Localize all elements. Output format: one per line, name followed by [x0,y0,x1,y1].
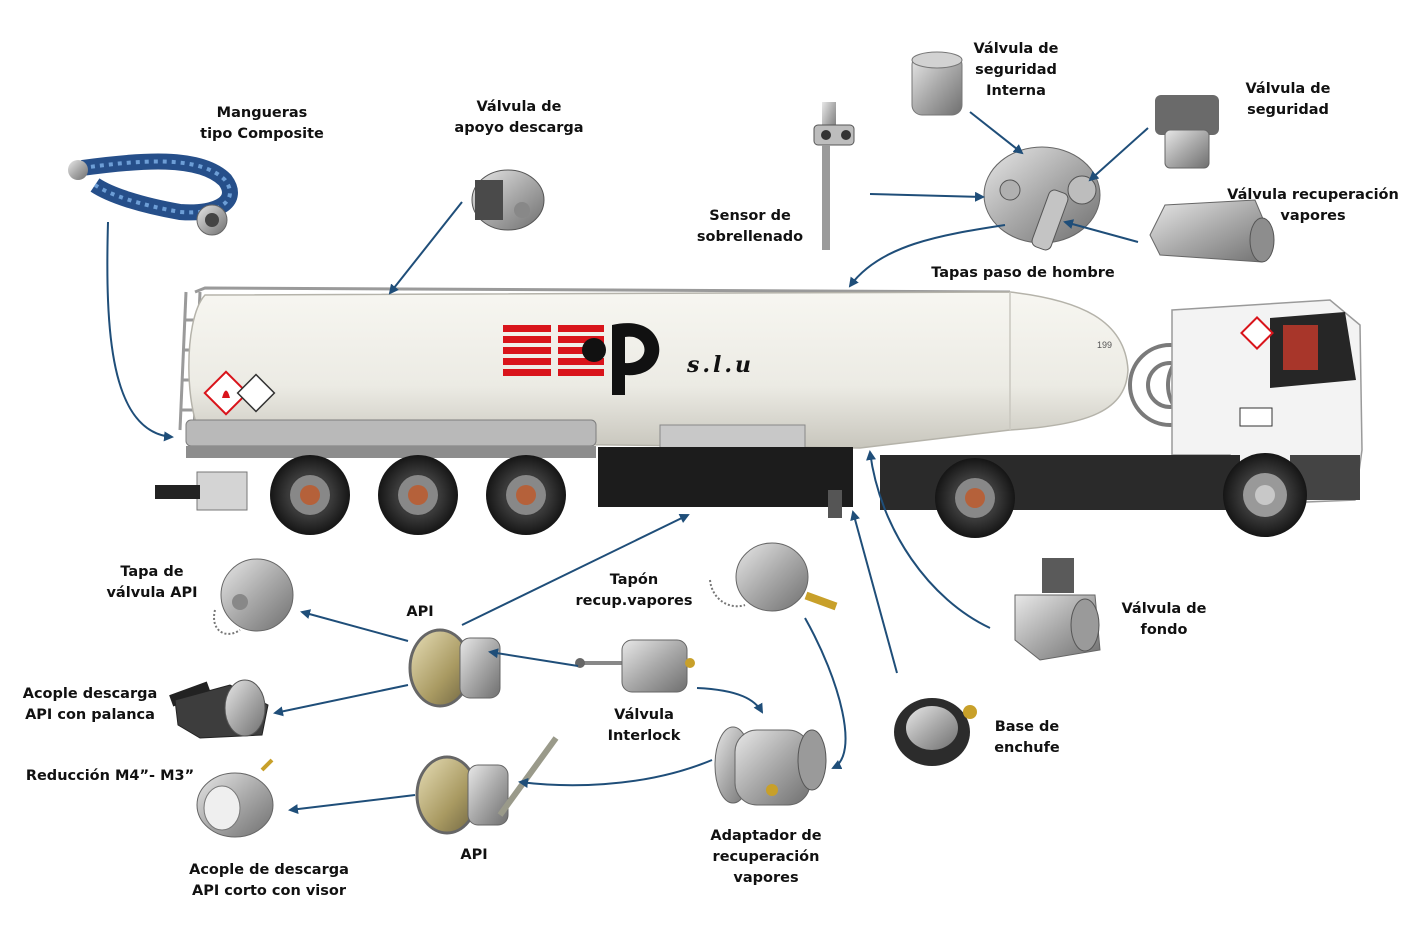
label-api-top: API [406,604,434,620]
rear-box [196,471,248,511]
composite-hose-icon [68,153,238,236]
cabinet [598,447,853,507]
tanker-truck [155,286,1363,538]
arrows [106,111,1149,815]
lever-coupler-icon [169,679,269,739]
bottom-valve-icon [1014,558,1101,661]
tank-body [188,291,1129,449]
api-cap-icon [213,558,294,635]
label-tapas: Tapas paso de hombre [931,265,1115,281]
label-reduccion: Reducción M4”- M3” [25,768,195,784]
reduction-coupler-icon [196,758,274,838]
interlock-valve-icon [575,639,695,693]
support-valve-icon [471,169,545,231]
company-logo [503,323,660,395]
api-coupler-icon [408,628,501,708]
safety-valve-icon [1155,95,1219,169]
control-panel [659,424,806,450]
tank-number: 199 [1097,340,1113,350]
overfill-sensor-icon [813,102,855,250]
manhole-cover-icon [983,146,1101,251]
side-tube [185,419,597,447]
api-coupler-lever-icon [415,736,559,835]
vapor-recovery-valve-icon [1149,199,1275,263]
vapor-plug-icon [709,542,838,612]
tractor-wheels [935,453,1307,538]
socket-base-icon [894,698,977,766]
hazard-placard [203,370,276,416]
trailer-wheels [270,455,566,535]
vapor-adapter-icon [714,726,827,806]
cab-placard [1240,316,1274,350]
internal-safety-valve-icon [911,51,963,116]
logo-suffix: s.l.u [687,352,755,378]
label-api-bottom: API [460,847,488,863]
